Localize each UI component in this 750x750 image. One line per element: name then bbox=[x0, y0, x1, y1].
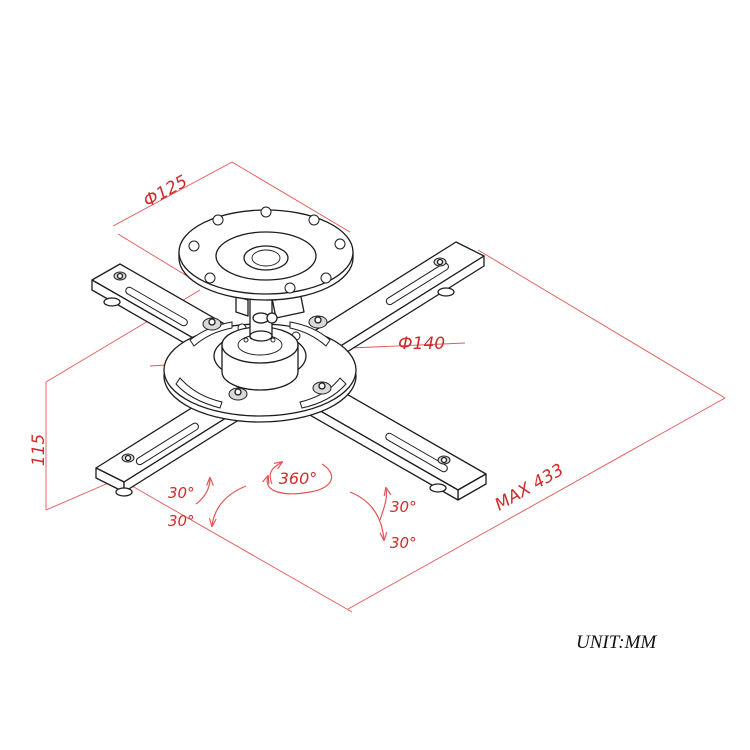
max-span-ext-right bbox=[477, 249, 726, 399]
tilt-arrow-icon bbox=[212, 485, 247, 526]
max-span-ext-left bbox=[131, 485, 353, 613]
mount-drawing bbox=[91, 206, 487, 501]
swivel-arrow-icon bbox=[267, 463, 333, 495]
bolt-icon bbox=[308, 315, 328, 329]
bolt-icon bbox=[312, 381, 332, 395]
foot-pad bbox=[103, 297, 121, 307]
dimension-lines bbox=[45, 161, 726, 613]
tilt-arrow-icon bbox=[379, 488, 387, 521]
mount-hole bbox=[334, 238, 346, 250]
tilt-left-lower-label: 30° bbox=[168, 512, 195, 530]
tilt-indicator-right bbox=[349, 488, 387, 540]
mount-hole bbox=[212, 214, 224, 226]
foot-pad bbox=[429, 483, 447, 493]
plate-diameter-label: Ф125 bbox=[140, 171, 191, 211]
swivel-arrow-icon bbox=[269, 462, 282, 485]
tilt-indicator-left bbox=[195, 478, 247, 526]
plate-diameter-ext-right bbox=[231, 161, 351, 233]
tilt-joint bbox=[235, 289, 305, 342]
tilt-arrow-icon bbox=[349, 491, 384, 540]
bolt-icon bbox=[433, 257, 447, 267]
swivel-angle-label: 360° bbox=[279, 469, 318, 488]
mount-hole bbox=[204, 272, 216, 284]
tilt-right-upper-label: 30° bbox=[390, 498, 417, 516]
bolt-icon bbox=[121, 453, 135, 463]
foot-pad bbox=[437, 287, 455, 297]
plate-diameter-dim-line bbox=[112, 161, 233, 227]
mount-hole bbox=[260, 206, 272, 218]
ceiling-plate bbox=[178, 206, 354, 301]
height-label: 115 bbox=[29, 434, 49, 466]
mount-hole bbox=[188, 240, 200, 252]
tilt-arrow-icon bbox=[195, 478, 210, 505]
bolt-icon bbox=[113, 271, 127, 281]
mount-hole bbox=[308, 214, 320, 226]
tilt-left-upper-label: 30° bbox=[168, 484, 195, 502]
bolt-icon bbox=[228, 387, 248, 401]
max-span-dim-line bbox=[347, 397, 726, 610]
tilt-right-lower-label: 30° bbox=[390, 534, 417, 552]
mount-hole bbox=[284, 282, 296, 294]
bolt-icon bbox=[202, 317, 222, 331]
foot-pad bbox=[115, 487, 133, 497]
unit-label: UNIT:MM bbox=[576, 632, 657, 653]
bolt-icon bbox=[437, 455, 451, 465]
mount-hole bbox=[320, 272, 332, 284]
swivel-indicator bbox=[267, 462, 333, 495]
ring-diameter-label: Ф140 bbox=[398, 334, 445, 354]
